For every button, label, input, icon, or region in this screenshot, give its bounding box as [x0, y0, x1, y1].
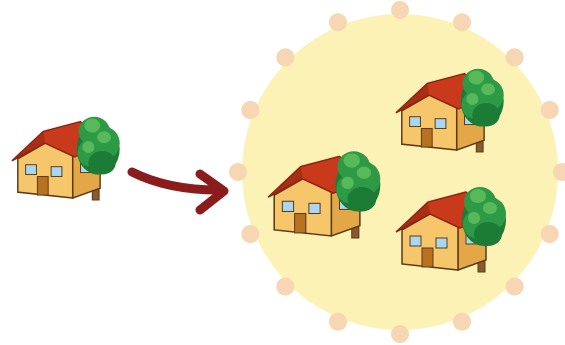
- boundary-dot: [241, 101, 259, 119]
- boundary-dot: [276, 278, 294, 296]
- boundary-dot: [453, 313, 471, 331]
- boundary-dot: [329, 313, 347, 331]
- boundary-dot: [241, 225, 259, 243]
- boundary-dot: [541, 225, 559, 243]
- boundary-dot: [391, 1, 409, 19]
- boundary-dot: [541, 101, 559, 119]
- boundary-dot: [329, 13, 347, 31]
- boundary-dot: [229, 163, 247, 181]
- boundary-dot: [506, 278, 524, 296]
- house-with-tree-icon: [12, 117, 120, 200]
- curved-arrow-right-icon: [132, 172, 224, 210]
- boundary-dot: [276, 48, 294, 66]
- boundary-dot: [391, 325, 409, 343]
- boundary-dot: [453, 13, 471, 31]
- boundary-dot: [506, 48, 524, 66]
